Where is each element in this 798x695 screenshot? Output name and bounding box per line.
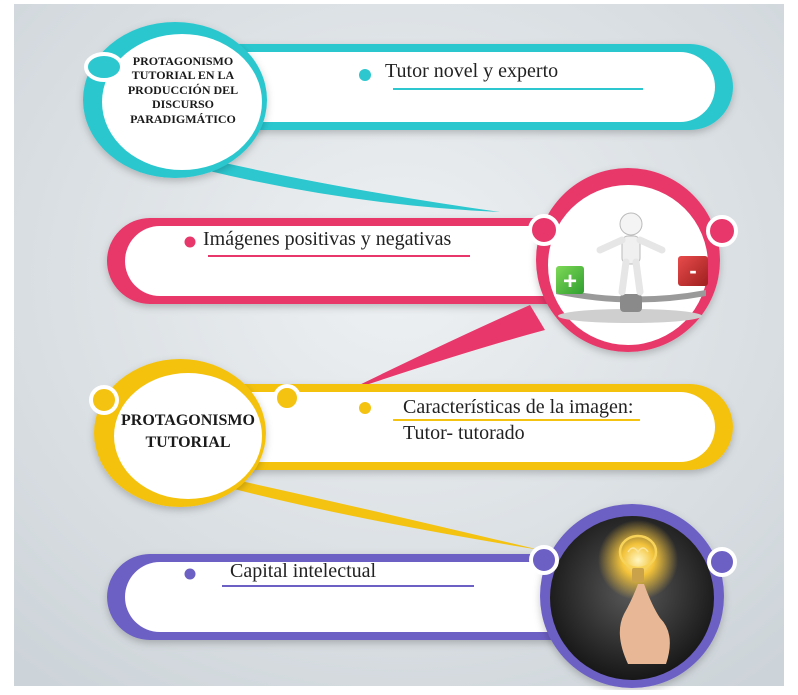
section-4 (107, 504, 737, 688)
section-3-item-line-2: Tutor- tutorado (403, 422, 525, 444)
section-4-dot-right (707, 547, 737, 577)
plus-symbol: + (563, 268, 577, 295)
section-2-dot-right (706, 215, 738, 247)
section-1-bubble (102, 34, 262, 170)
section-4-bullet (184, 568, 196, 580)
section-1 (83, 22, 733, 212)
section-1-bullet (359, 69, 371, 81)
section-1-item: Tutor novel y experto (385, 60, 559, 82)
section-2: + - (107, 168, 738, 392)
section-2-pill (125, 226, 640, 296)
section-1-title-line-2: TUTORIAL EN LA (131, 68, 235, 83)
section-1-title-line-1: PROTAGONISMO (132, 54, 234, 68)
section-4-dot-left (529, 545, 559, 575)
section-4-pill (125, 562, 640, 632)
section-3 (89, 359, 733, 550)
section-3-bubble (114, 373, 262, 499)
minus-symbol: - (689, 258, 696, 283)
section-4-item: Capital intelectual (230, 560, 377, 582)
balance-person-plus-minus-icon: + - (556, 212, 708, 323)
section-3-dot-left (89, 385, 119, 415)
section-3-title: PROTAGONISMO TUTORIAL (114, 410, 262, 453)
section-2-item: Imágenes positivas y negativas (203, 228, 452, 250)
section-3-bullet (359, 402, 371, 414)
section-1-pill (150, 52, 715, 122)
section-2-tail (345, 305, 545, 392)
section-1-title-line-4: DISCURSO (151, 97, 214, 112)
section-3-item: Características de la imagen: Tutor- tut… (403, 394, 633, 446)
section-1-title-line-3: PRODUCCIÓN DEL (127, 82, 239, 97)
section-3-item-line-1: Características de la imagen: (403, 396, 634, 418)
section-3-tail (190, 470, 540, 550)
section-3-title-line-1: PROTAGONISMO (121, 412, 255, 429)
section-3-dot-right (273, 384, 301, 412)
section-2-bullet (184, 236, 196, 248)
lightbulb-brain-hand-icon (598, 520, 678, 664)
section-3-title-line-2: TUTORIAL (145, 433, 231, 451)
section-2-dot-left (528, 214, 560, 246)
section-1-title: PROTAGONISMO TUTORIAL EN LA PRODUCCIÓN D… (113, 54, 253, 126)
section-1-title-line-5: PARADIGMÁTICO (130, 111, 236, 126)
section-1-bubble-dot (84, 52, 124, 82)
